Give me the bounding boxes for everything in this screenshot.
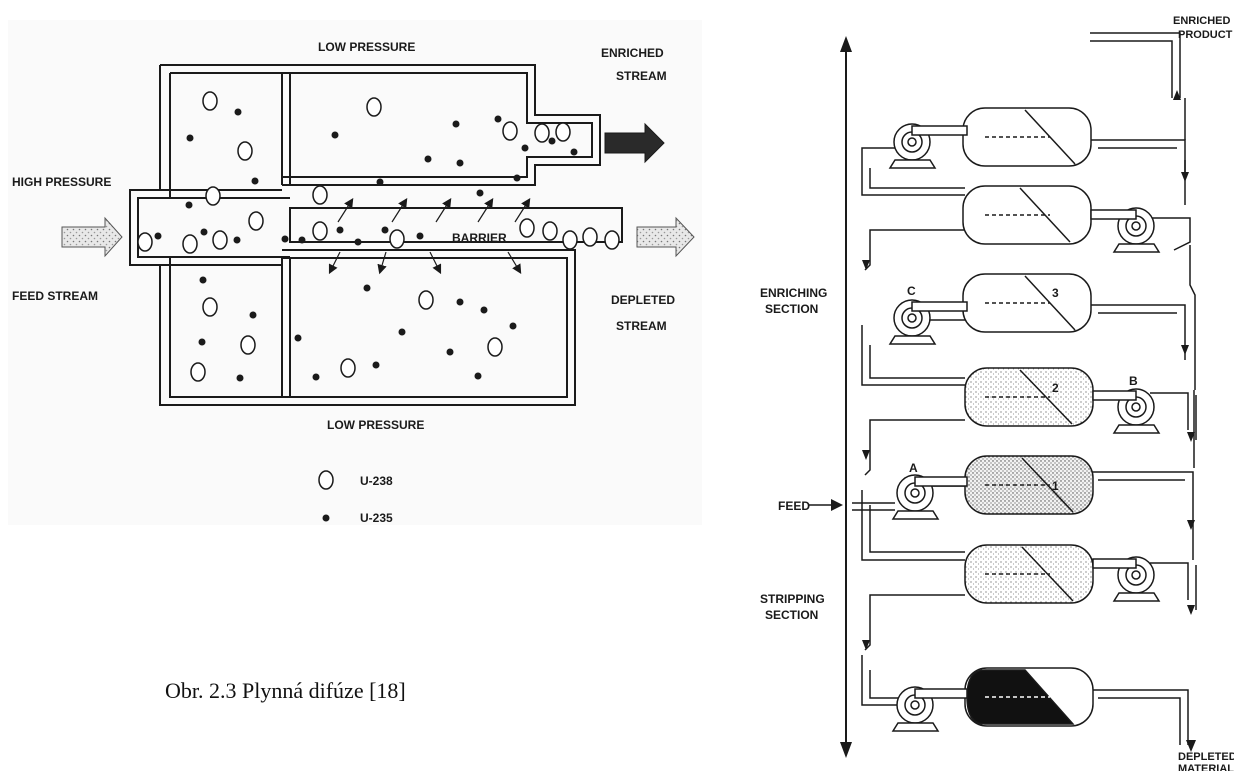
- enriched-product-label-1: ENRICHED: [1173, 15, 1231, 27]
- cascade-diagram: ENRICHED PRODUCT ENRICHING SECTION STRIP…: [760, 15, 1234, 771]
- feed-label: FEED: [778, 499, 810, 513]
- flow-arrows: [862, 90, 1196, 752]
- depleted-stream-label-1: DEPLETED: [611, 293, 675, 307]
- converter-stage-top: [962, 107, 1092, 167]
- pump-top: [888, 123, 968, 169]
- cascade-piping: [861, 32, 1197, 745]
- legend-u235-symbol: [322, 514, 330, 522]
- diffusion-diagram: LOW PRESSURE LOW PRESSURE HIGH PRESSURE …: [8, 20, 702, 525]
- converter-stages: [962, 107, 1094, 727]
- converter-stage-3: [962, 273, 1092, 333]
- diffusion-arrows: [328, 197, 531, 275]
- barrier-label: BARRIER: [452, 231, 507, 245]
- pumps: [888, 123, 1161, 732]
- u238-molecules: [137, 91, 620, 382]
- enriching-section-label-2: SECTION: [765, 302, 818, 316]
- stage-label-3: 3: [1052, 286, 1059, 300]
- depleted-material-label-1: DEPLETED: [1178, 751, 1234, 763]
- enriched-stream-arrow: [604, 122, 665, 164]
- converter-stage-strip-1: [964, 544, 1094, 604]
- stripping-section-label-2: SECTION: [765, 608, 818, 622]
- depleted-stream-arrow: [636, 216, 695, 258]
- u235-molecules: [154, 108, 578, 382]
- stripping-section-label-1: STRIPPING: [760, 592, 825, 606]
- legend-u235-label: U-235: [360, 511, 393, 525]
- enriched-stream-label-2: STREAM: [616, 69, 667, 83]
- converter-stage-2: [962, 185, 1092, 245]
- enriched-product-label-2: PRODUCT: [1178, 29, 1233, 41]
- feed-stream-label: FEED STREAM: [12, 289, 98, 303]
- diffusion-legend: U-238 U-235: [318, 470, 393, 525]
- pump-bottom: [891, 686, 968, 732]
- pump-a: [891, 474, 968, 520]
- low-pressure-bottom-label: LOW PRESSURE: [327, 418, 424, 432]
- diffusion-background: [8, 20, 702, 525]
- pump-right-1: [1090, 207, 1161, 253]
- low-pressure-top-label: LOW PRESSURE: [318, 40, 415, 54]
- stage-label-1: 1: [1052, 479, 1059, 493]
- feed-stream-arrow: [61, 216, 123, 258]
- figure-caption: Obr. 2.3 Plynná difúze [18]: [165, 678, 406, 703]
- feed-pipe: [852, 502, 895, 511]
- converter-stage-bottom: [964, 667, 1094, 727]
- diffusion-chamber: [129, 64, 623, 406]
- stage-label-2: 2: [1052, 381, 1059, 395]
- high-pressure-label: HIGH PRESSURE: [12, 175, 111, 189]
- enriched-stream-label-1: ENRICHED: [601, 46, 664, 60]
- pump-label-a: A: [909, 461, 918, 475]
- legend-u238-symbol: [318, 470, 334, 490]
- pump-c: [888, 299, 968, 345]
- pump-label-b: B: [1129, 374, 1138, 388]
- section-axis-arrow-top: [840, 36, 852, 52]
- pump-right-2: [1092, 556, 1161, 602]
- enriching-section-label-1: ENRICHING: [760, 286, 827, 300]
- pump-b: [1092, 388, 1161, 434]
- converter-stage-2-labeled: [964, 367, 1094, 427]
- depleted-material-label-2: MATERIAL: [1178, 763, 1234, 771]
- converter-stage-1-labeled: [964, 455, 1094, 515]
- section-axis-arrow-bottom: [840, 742, 852, 758]
- legend-u238-label: U-238: [360, 474, 393, 488]
- pump-label-c: C: [907, 284, 916, 298]
- depleted-stream-label-2: STREAM: [616, 319, 667, 333]
